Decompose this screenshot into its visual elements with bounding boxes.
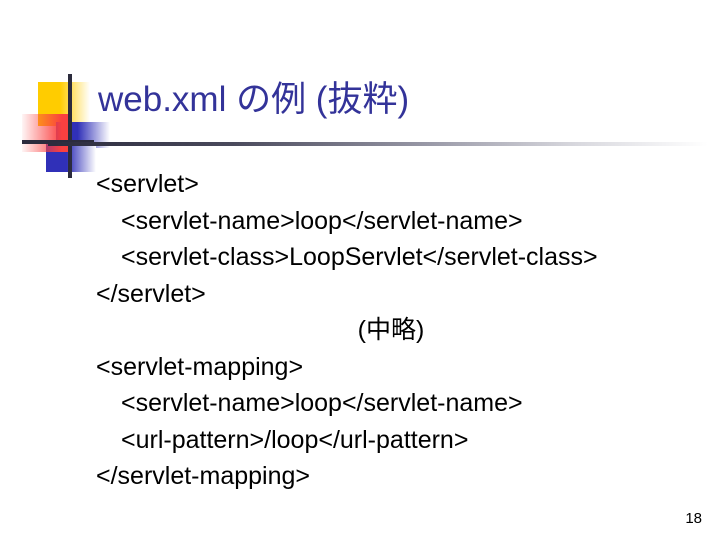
code-line: </servlet-mapping> bbox=[96, 462, 311, 490]
code-line: <servlet-name>loop</servlet-name> bbox=[121, 389, 523, 417]
vertical-line-icon bbox=[68, 74, 72, 178]
code-line: <url-pattern>/loop</url-pattern> bbox=[121, 425, 469, 454]
code-line: <servlet-mapping> bbox=[96, 352, 304, 381]
code-line: <servlet> bbox=[96, 170, 199, 198]
slide-ornament bbox=[22, 74, 118, 178]
title-divider bbox=[48, 142, 708, 146]
red-square-icon bbox=[22, 114, 72, 152]
code-line: </servlet> bbox=[96, 279, 206, 308]
code-line: <servlet-name>loop</servlet-name> bbox=[121, 206, 523, 235]
page-title: web.xml の例 (抜粋) bbox=[98, 80, 410, 119]
code-line: (中略) bbox=[357, 316, 425, 344]
page-number: 18 bbox=[685, 510, 702, 527]
code-line: <servlet-class>LoopServlet</servlet-clas… bbox=[121, 243, 598, 271]
code-listing: <servlet> <servlet-name>loop</servlet-nam… bbox=[96, 166, 686, 495]
